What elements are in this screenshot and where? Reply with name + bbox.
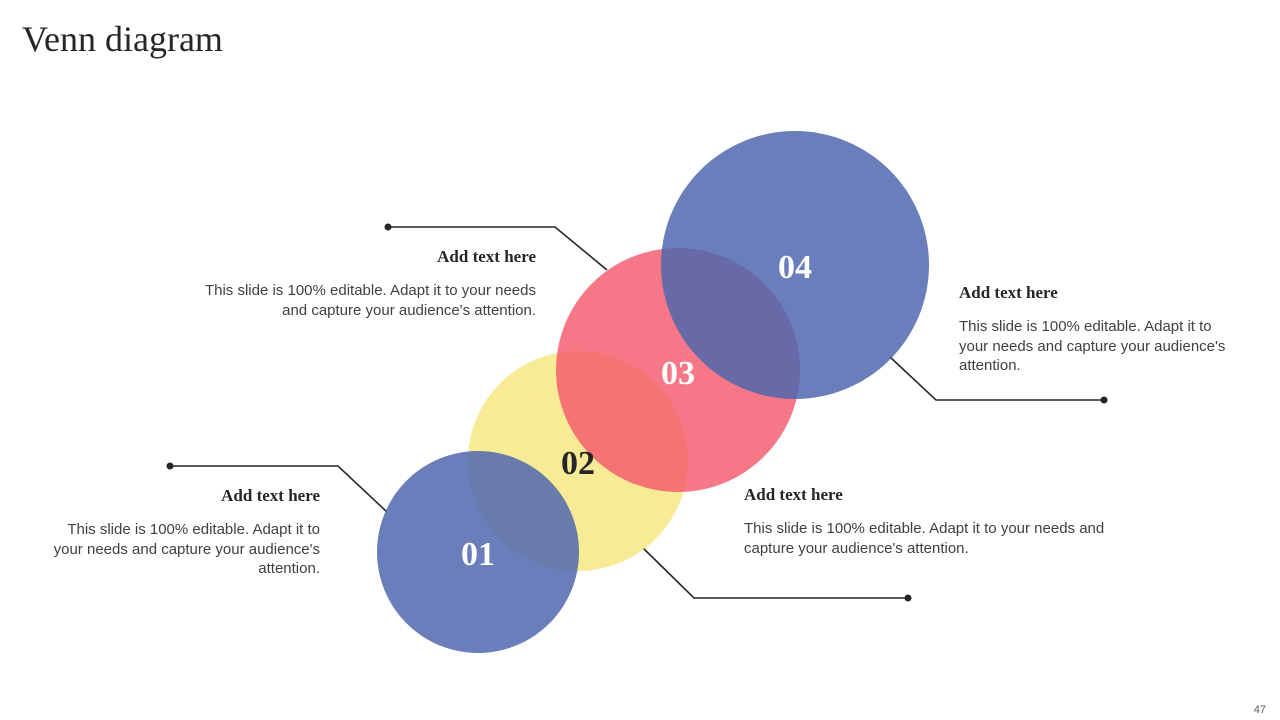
page-number: 47	[1253, 704, 1266, 716]
connector-dot-03	[384, 223, 392, 231]
venn-circles	[377, 131, 929, 653]
connector-dot-01	[166, 462, 174, 470]
connector-04	[889, 356, 1104, 401]
connector-01	[170, 465, 388, 513]
callout-body: This slide is 100% editable. Adapt it to…	[959, 318, 1226, 374]
connector-03	[388, 226, 608, 271]
callout-01: Add text here This slide is 100% editabl…	[40, 486, 320, 579]
circle-label-02: 02	[561, 445, 595, 482]
connectors	[170, 226, 1104, 599]
callout-heading: Add text here	[437, 247, 536, 266]
connector-dots	[166, 223, 1108, 602]
circle-label-01: 01	[461, 536, 495, 573]
callout-body: This slide is 100% editable. Adapt it to…	[744, 520, 1105, 557]
callout-heading: Add text here	[221, 486, 320, 505]
connector-dot-02	[904, 594, 912, 602]
circle-04	[661, 131, 929, 399]
circle-label-03: 03	[661, 355, 695, 392]
callout-body: This slide is 100% editable. Adapt it to…	[204, 282, 536, 319]
callout-04: Add text here This slide is 100% editabl…	[959, 283, 1239, 376]
callout-heading: Add text here	[744, 485, 843, 504]
connector-dot-04	[1100, 396, 1108, 404]
circle-label-04: 04	[778, 249, 812, 286]
slide-title: Venn diagram	[22, 19, 223, 59]
callout-02: Add text here This slide is 100% editabl…	[744, 485, 1139, 558]
callout-03: Add text here This slide is 100% editabl…	[178, 247, 536, 320]
connector-02	[642, 547, 908, 599]
circle-01	[377, 451, 579, 653]
callout-body: This slide is 100% editable. Adapt it to…	[53, 521, 320, 577]
callout-heading: Add text here	[959, 283, 1058, 302]
